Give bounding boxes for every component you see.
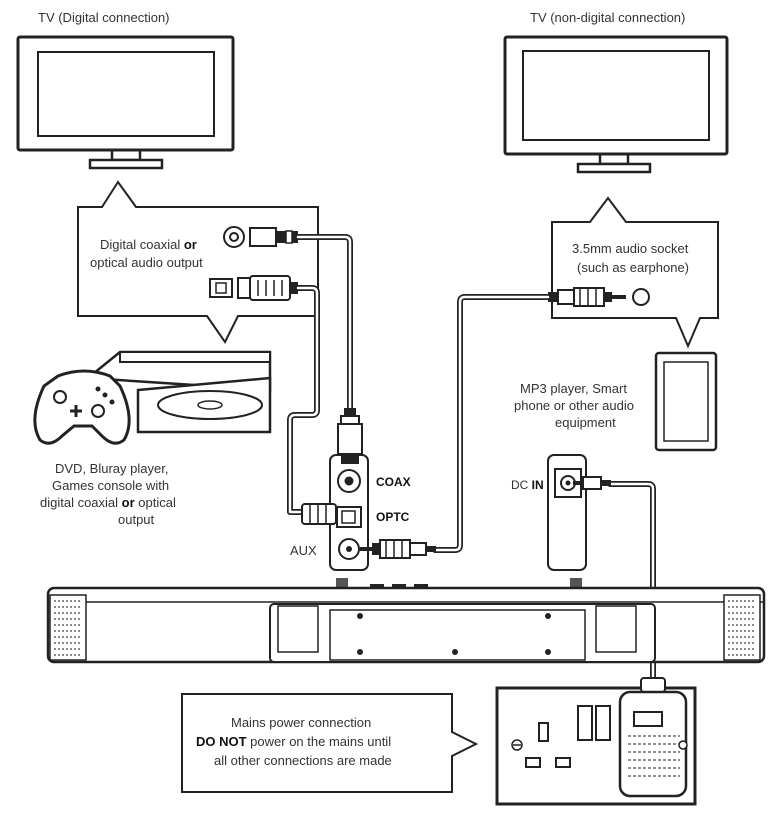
digital-output-text-1: Digital coaxial or	[100, 237, 197, 252]
mains-text-2: DO NOT power on the mains until	[196, 734, 391, 749]
coax-label: COAX	[376, 475, 411, 489]
speaker-grille-left	[49, 594, 87, 661]
optc-label: OPTC	[376, 510, 410, 524]
power-adapter-icon	[618, 677, 688, 798]
aux-label: AUX	[290, 543, 317, 558]
dvd-player-icon	[84, 350, 272, 434]
aux-input-icon[interactable]	[338, 538, 360, 560]
mp3-text-1: MP3 player, Smart	[520, 381, 627, 396]
tv-digital-label: TV (Digital connection)	[38, 10, 170, 25]
aux-plug-panel-icon	[360, 539, 436, 559]
digital-output-text-2: optical audio output	[90, 255, 203, 270]
coax-plug-icon	[249, 227, 298, 247]
coax-plug-panel-icon	[337, 408, 363, 464]
dc-plug-icon	[573, 476, 611, 490]
dc-in-label: DC IN	[511, 478, 544, 492]
mains-callout	[181, 693, 479, 793]
tv-digital	[16, 35, 235, 170]
dc-in-panel	[547, 454, 587, 571]
audio-socket-text-1: 3.5mm audio socket	[572, 241, 689, 256]
coax-socket-icon	[223, 226, 245, 248]
dvd-text-3: digital coaxial or optical	[40, 495, 176, 510]
coax-input-icon[interactable]	[337, 469, 361, 493]
mains-text-3: all other connections are made	[214, 753, 392, 768]
mp3-text-2: phone or other audio	[514, 398, 634, 413]
dvd-text-4: output	[118, 512, 155, 527]
speaker-grille-right	[723, 594, 761, 661]
audio-socket-callout	[551, 196, 719, 349]
dvd-text-2: Games console with	[52, 478, 169, 493]
optical-socket-icon	[209, 278, 233, 298]
optical-plug-icon	[237, 275, 298, 301]
optical-plug-panel-icon	[301, 503, 337, 525]
audio-socket-text-2: (such as earphone)	[577, 260, 689, 275]
tv-non-digital	[503, 35, 729, 174]
jack-plug-icon	[548, 287, 626, 307]
tv-non-digital-label: TV (non-digital connection)	[530, 10, 685, 25]
soundbar	[46, 584, 766, 664]
game-controller-icon	[33, 369, 131, 445]
mains-text-1: Mains power connection	[231, 715, 371, 730]
mp3-text-3: equipment	[555, 415, 616, 430]
dvd-text-1: DVD, Bluray player,	[55, 461, 168, 476]
audio-jack-socket-icon	[632, 288, 650, 306]
cables	[287, 234, 656, 681]
optical-input-icon[interactable]	[336, 506, 362, 528]
mp3-player-icon	[654, 351, 718, 452]
